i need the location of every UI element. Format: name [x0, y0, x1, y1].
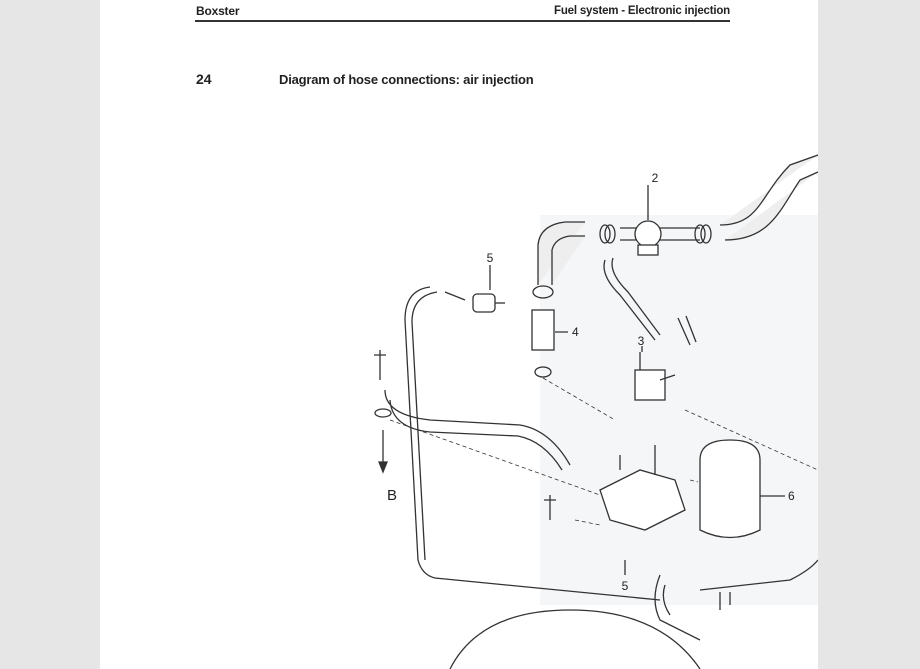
document-page: Boxster Fuel system - Electronic injecti… [100, 0, 818, 669]
header-model: Boxster [196, 4, 240, 18]
callout-4: 4 [572, 325, 579, 339]
callout-B: B [387, 487, 397, 504]
callout-5-bottom: 5 [622, 579, 629, 593]
hose-connection-diagram: 2 5 4 3 B 6 5 [374, 154, 818, 669]
section-number: 24 [196, 71, 212, 87]
header-chapter: Fuel system - Electronic injection [554, 5, 730, 17]
header-rule [195, 20, 730, 22]
callout-2: 2 [652, 171, 659, 185]
callout-5-top: 5 [487, 251, 494, 265]
callout-6: 6 [788, 489, 795, 503]
section-title: Diagram of hose connections: air injecti… [279, 72, 534, 87]
callout-3: 3 [638, 334, 645, 348]
